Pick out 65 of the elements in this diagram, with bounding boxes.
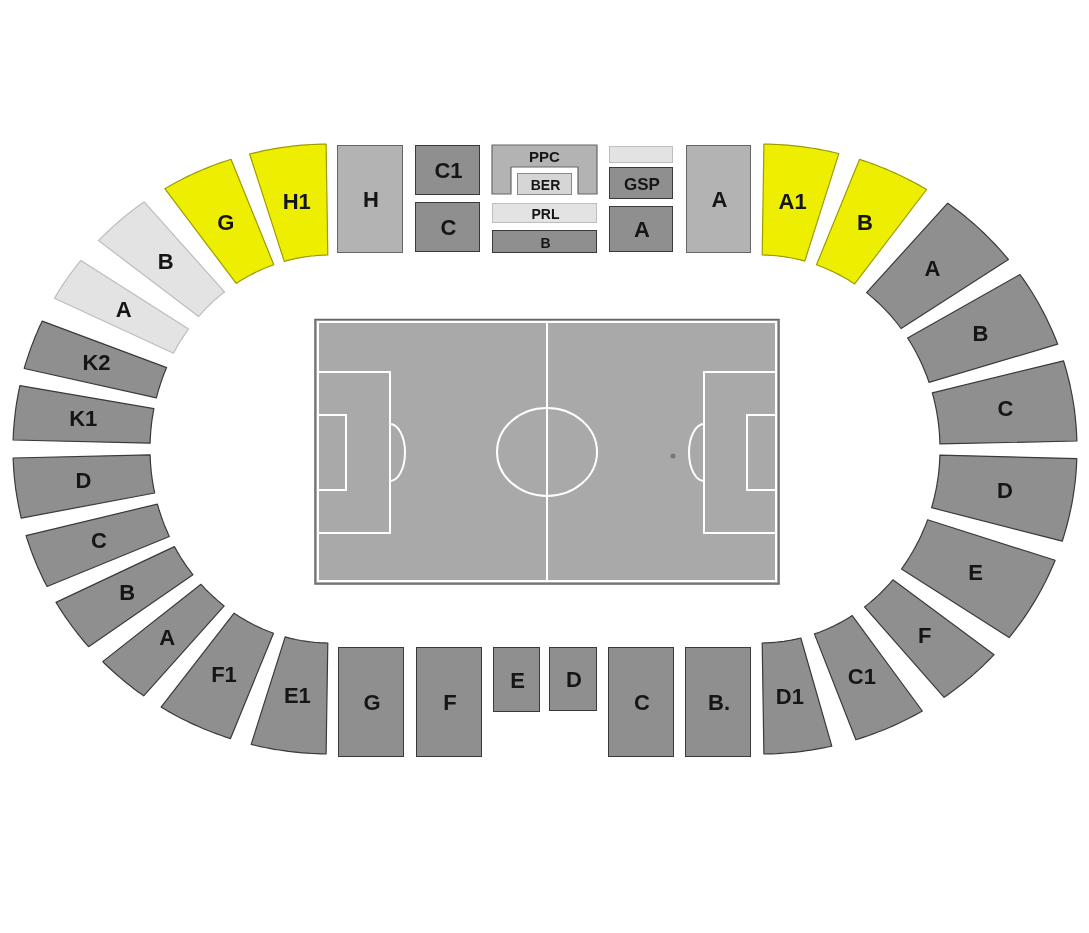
section-label: A	[159, 626, 176, 649]
seating-section	[415, 202, 480, 252]
seating-section	[493, 647, 540, 712]
section-label: D	[75, 470, 92, 493]
section-label: E	[510, 669, 525, 692]
section-label: PRL	[531, 207, 560, 221]
section-label: E	[968, 562, 983, 584]
seating-section	[416, 647, 482, 757]
section-label: B	[540, 235, 551, 250]
seating-section	[160, 612, 275, 740]
section-label: B	[119, 582, 136, 605]
seating-section	[250, 635, 329, 755]
section-label: B	[857, 211, 873, 234]
seating-section	[248, 143, 329, 263]
seating-section	[608, 647, 674, 757]
seating-section	[549, 647, 597, 711]
section-label: G	[363, 692, 381, 714]
seating-section	[23, 320, 168, 399]
seating-section	[686, 145, 751, 253]
section-label: BER	[530, 178, 561, 192]
section-label: D1	[775, 685, 804, 708]
section-label: F	[918, 624, 932, 647]
seating-section	[338, 647, 404, 757]
section-label: K1	[69, 408, 98, 431]
seating-section	[609, 167, 673, 199]
section-label: A	[924, 258, 941, 281]
seating-section	[685, 647, 751, 757]
section-label: C	[91, 530, 107, 553]
seating-section	[609, 146, 673, 163]
section-label: G	[217, 211, 235, 234]
section-label: GSP	[624, 175, 660, 193]
section-label: A	[115, 298, 132, 321]
section-label: C1	[434, 160, 463, 182]
section-label: B	[157, 250, 174, 273]
section-label: D	[997, 480, 1013, 503]
seating-section	[492, 203, 597, 223]
section-label: A	[711, 189, 728, 211]
section-label: A	[634, 219, 650, 241]
seating-section	[609, 206, 673, 252]
seating-section	[931, 359, 1078, 445]
seating-section	[930, 454, 1078, 543]
section-label: B	[972, 322, 989, 345]
section-label: B.	[708, 692, 730, 714]
section-label: F1	[211, 663, 237, 686]
section-label: F	[443, 692, 457, 714]
seating-section	[761, 143, 840, 263]
seating-section	[12, 384, 155, 445]
seating-section	[415, 145, 480, 195]
section-label: A1	[778, 190, 807, 213]
section-label: C	[997, 398, 1014, 421]
seating-section	[517, 173, 572, 195]
seating-section	[337, 145, 403, 253]
section-label: E1	[283, 685, 311, 708]
section-label: H	[363, 189, 379, 211]
section-label: C1	[847, 665, 876, 688]
section-label: PPC	[529, 148, 560, 164]
section-label: C	[634, 692, 650, 714]
section-label: C	[440, 217, 457, 239]
section-label: H1	[282, 190, 311, 213]
seating-section	[12, 453, 156, 520]
section-label: D	[566, 669, 582, 691]
section-label: K2	[82, 352, 111, 375]
seating-section	[491, 144, 598, 195]
seating-section	[492, 230, 597, 253]
seating-section	[761, 636, 833, 755]
